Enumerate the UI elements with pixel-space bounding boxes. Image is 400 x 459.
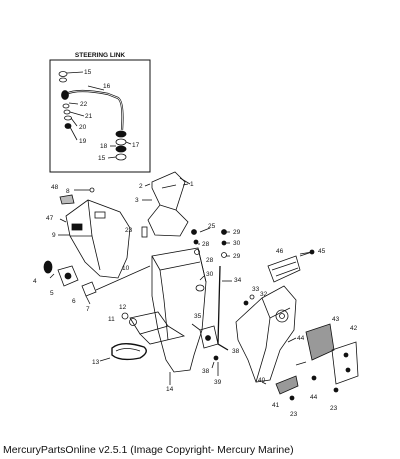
part-label-35: 35	[194, 313, 202, 320]
part-label-41: 42	[350, 325, 358, 332]
part-label-43: 44	[310, 394, 318, 401]
part-label-44: 44	[297, 335, 305, 342]
steering-link-inset: STEERING LINK	[49, 52, 151, 173]
part-label-15: 15	[84, 69, 92, 76]
part-label-46: 46	[276, 248, 284, 255]
part-label-23b: 23	[330, 405, 338, 412]
part-label-21: 21	[85, 113, 93, 120]
part-label-20: 20	[79, 124, 87, 131]
seal-ring	[111, 343, 147, 361]
part-label-8: 8	[66, 188, 70, 195]
part-label-33: 33	[252, 286, 260, 293]
part-label-37: 38	[202, 368, 210, 375]
part-label-27: 28	[202, 241, 210, 248]
part-label-13: 13	[92, 359, 100, 366]
part-label-14: 14	[166, 386, 174, 393]
part-label-40: 41	[272, 402, 280, 409]
part-label-31: 30	[206, 271, 214, 278]
part-label-7: 7	[86, 306, 90, 313]
part-label-18: 18	[100, 143, 108, 150]
part-label-15b: 15	[98, 155, 106, 162]
part-label-22: 22	[80, 101, 88, 108]
part-label-1: 1	[190, 181, 194, 188]
part-label-38: 39	[214, 379, 222, 386]
part-label-5: 5	[50, 290, 54, 297]
part-label-16: 16	[103, 83, 111, 90]
image-caption: MercuryPartsOnline v2.5.1 (Image Copyrig…	[3, 444, 294, 456]
steering-link-drawing	[58, 71, 132, 161]
part-label-17: 17	[132, 142, 140, 149]
assembly-drawing	[43, 171, 359, 401]
cowl-left	[65, 199, 131, 279]
part-label-23: 23	[290, 411, 298, 418]
part-label-26: 25	[208, 223, 216, 230]
part-label-42: 43	[332, 316, 340, 323]
part-label-36: 38	[232, 348, 240, 355]
part-label-25: 23	[125, 227, 133, 234]
part-label-29b: 29	[233, 253, 241, 260]
part-label-6: 6	[72, 298, 76, 305]
part-label-30: 30	[233, 240, 241, 247]
inset-frame	[49, 59, 151, 173]
part-label-2: 2	[139, 183, 143, 190]
part-number-labels: 15 16 22 21 20 19 17 18 15 48 8 2 1 3 47…	[33, 69, 358, 418]
part-label-9: 9	[52, 232, 56, 239]
swivel-bracket	[235, 285, 297, 383]
part-label-45: 45	[318, 248, 326, 255]
part-label-28: 28	[206, 257, 214, 264]
plate-41	[331, 341, 359, 385]
plate-42	[305, 323, 335, 361]
part-label-10: 10	[122, 265, 130, 272]
part-label-19: 19	[79, 138, 87, 145]
inset-title: STEERING LINK	[75, 52, 126, 59]
part-label-11: 11	[108, 316, 115, 323]
exploded-parts-diagram: STEERING LINK	[33, 52, 359, 418]
part-label-48: 48	[51, 184, 59, 191]
part-label-39: 40	[258, 377, 266, 384]
part-label-32: 32	[260, 291, 268, 298]
part-label-3: 3	[135, 197, 139, 204]
part-label-34: 34	[234, 277, 242, 284]
part-label-4: 4	[33, 278, 37, 285]
upper-bracket	[147, 171, 189, 237]
part-label-47: 47	[46, 215, 54, 222]
part-label-29: 29	[233, 229, 241, 236]
part-label-12: 12	[119, 304, 127, 311]
cover-46	[267, 255, 301, 283]
